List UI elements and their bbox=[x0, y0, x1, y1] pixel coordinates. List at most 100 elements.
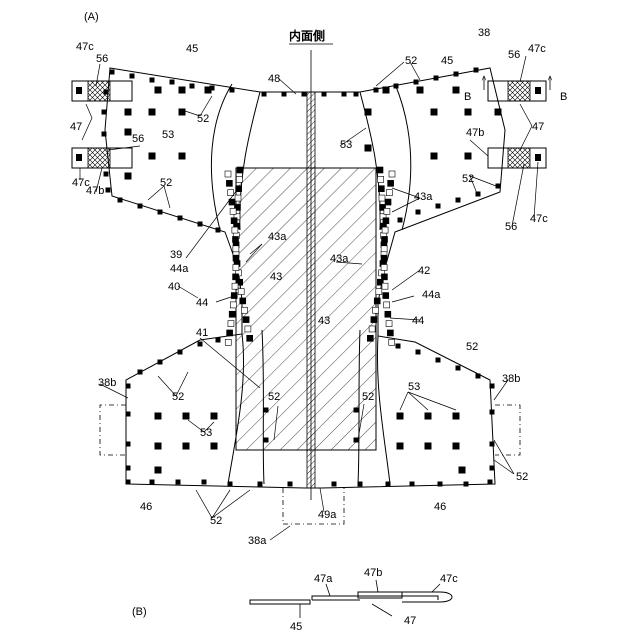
label-52-top-center: 52 bbox=[405, 55, 417, 67]
bond-point-52-62 bbox=[216, 338, 221, 343]
bond-point-52-47 bbox=[332, 482, 337, 487]
leg-elastic-right-segment-1 bbox=[378, 176, 384, 182]
label-48: 48 bbox=[268, 73, 280, 85]
bond-point-53-33 bbox=[459, 467, 466, 474]
bond-point-53-12 bbox=[431, 109, 438, 116]
bond-point-52-69 bbox=[264, 438, 269, 443]
bond-point-52-17 bbox=[454, 72, 459, 77]
leg-elastic-left-segment-27 bbox=[233, 246, 239, 252]
leg-elastic-left-segment-33 bbox=[230, 302, 236, 308]
leg-elastic-right-segment-33 bbox=[384, 302, 390, 308]
bond-point-52-15 bbox=[414, 80, 419, 85]
leg-elastic-right-segment-34 bbox=[385, 311, 391, 317]
bond-point-52-41 bbox=[150, 480, 155, 485]
bond-point-52-1 bbox=[130, 74, 135, 79]
leg-elastic-right-segment-17 bbox=[369, 326, 375, 332]
leg-elastic-right-segment-36 bbox=[387, 330, 393, 336]
leg-elastic-right-segment-29 bbox=[381, 265, 387, 271]
fastening-tab-top-right bbox=[488, 81, 546, 101]
bond-point-53-7 bbox=[155, 87, 162, 94]
bond-point-52-24 bbox=[118, 198, 123, 203]
leg-elastic-left-segment-37 bbox=[225, 339, 231, 345]
leg-elastic-right-segment-2 bbox=[378, 186, 384, 192]
bond-point-52-32 bbox=[456, 198, 461, 203]
leader-line-20 bbox=[494, 440, 514, 474]
leader-line-49 bbox=[512, 164, 524, 226]
bond-point-53-27 bbox=[397, 413, 404, 420]
label-52-center-right: 52 bbox=[362, 391, 374, 403]
label-b-47: 47 bbox=[404, 615, 416, 627]
bond-point-52-11 bbox=[342, 92, 347, 97]
label-52-low-right: 52 bbox=[466, 341, 478, 353]
bond-point-53-6 bbox=[125, 173, 132, 180]
bond-point-53-19 bbox=[383, 87, 390, 94]
bond-point-52-40 bbox=[126, 480, 131, 485]
label-45-b: 45 bbox=[441, 55, 453, 67]
bond-point-52-58 bbox=[138, 370, 143, 375]
bond-point-52-4 bbox=[190, 84, 195, 89]
bond-point-53-15 bbox=[465, 153, 472, 160]
leader-line-29 bbox=[178, 286, 198, 298]
bond-point-52-71 bbox=[354, 438, 359, 443]
label-43a-b: 43a bbox=[268, 231, 287, 243]
label-52-center-left: 52 bbox=[268, 391, 280, 403]
bond-point-53-0 bbox=[125, 109, 132, 116]
bond-point-52-50 bbox=[410, 482, 415, 487]
leg-elastic-right-segment-0 bbox=[377, 167, 383, 173]
bond-point-52-66 bbox=[456, 366, 461, 371]
leg-elastic-left-segment-30 bbox=[233, 274, 239, 280]
bond-point-53-17 bbox=[453, 87, 460, 94]
label-53-a: 53 bbox=[162, 129, 174, 141]
bond-point-52-28 bbox=[198, 222, 203, 227]
label-b-47c: 47c bbox=[440, 573, 458, 585]
bond-point-52-70 bbox=[354, 408, 359, 413]
leg-elastic-right-segment-35 bbox=[386, 321, 392, 327]
bond-point-53-11 bbox=[365, 145, 372, 152]
bond-point-52-52 bbox=[464, 482, 469, 487]
leg-elastic-left-segment-16 bbox=[243, 317, 249, 323]
label-39: 39 bbox=[170, 249, 182, 261]
bond-point-52-68 bbox=[264, 408, 269, 413]
bond-point-52-10 bbox=[322, 92, 327, 97]
bond-point-52-2 bbox=[150, 78, 155, 83]
bond-point-53-21 bbox=[183, 413, 190, 420]
label-38: 38 bbox=[478, 27, 490, 39]
leg-elastic-right-segment-21 bbox=[386, 190, 392, 196]
leader-line-46 bbox=[520, 126, 532, 150]
bond-point-53-2 bbox=[179, 109, 186, 116]
leg-elastic-right-segment-25 bbox=[382, 227, 388, 233]
label-46-b: 46 bbox=[434, 501, 446, 513]
bond-point-52-35 bbox=[398, 218, 403, 223]
label-43-b: 43 bbox=[318, 315, 330, 327]
bond-point-53-29 bbox=[453, 413, 460, 420]
label-45-a: 45 bbox=[186, 43, 198, 55]
bond-point-52-14 bbox=[394, 84, 399, 89]
leader-line-1 bbox=[376, 62, 404, 86]
label-b-47a: 47a bbox=[314, 573, 333, 585]
leader-line-19 bbox=[494, 460, 514, 474]
bond-point-53-18 bbox=[417, 87, 424, 94]
leader-line-47 bbox=[520, 104, 532, 126]
leg-elastic-right-segment-31 bbox=[382, 283, 388, 289]
bond-point-52-7 bbox=[262, 92, 267, 97]
bond-point-53-30 bbox=[397, 443, 404, 450]
label-43a-c: 43a bbox=[330, 253, 349, 265]
label-52-left-mid: 52 bbox=[160, 177, 172, 189]
bond-point-53-5 bbox=[179, 153, 186, 160]
leader-line-18 bbox=[408, 392, 456, 410]
leg-elastic-left-segment-36 bbox=[227, 330, 233, 336]
bond-point-52-63 bbox=[396, 344, 401, 349]
bond-point-52-33 bbox=[436, 204, 441, 209]
bond-point-52-54 bbox=[490, 384, 495, 389]
bond-point-52-36 bbox=[126, 384, 131, 389]
leg-elastic-right-segment-13 bbox=[376, 289, 382, 295]
leader-line-22 bbox=[212, 490, 230, 518]
label-47-left: 47 bbox=[70, 121, 82, 133]
leg-elastic-left-segment-31 bbox=[232, 283, 238, 289]
leader-line-48 bbox=[470, 140, 488, 156]
bond-point-52-9 bbox=[302, 92, 307, 97]
leg-elastic-left-segment-1 bbox=[236, 176, 242, 182]
leg-elastic-right-segment-20 bbox=[388, 180, 394, 186]
label-44a-b: 44a bbox=[422, 289, 441, 301]
leg-elastic-left-segment-21 bbox=[228, 190, 234, 196]
